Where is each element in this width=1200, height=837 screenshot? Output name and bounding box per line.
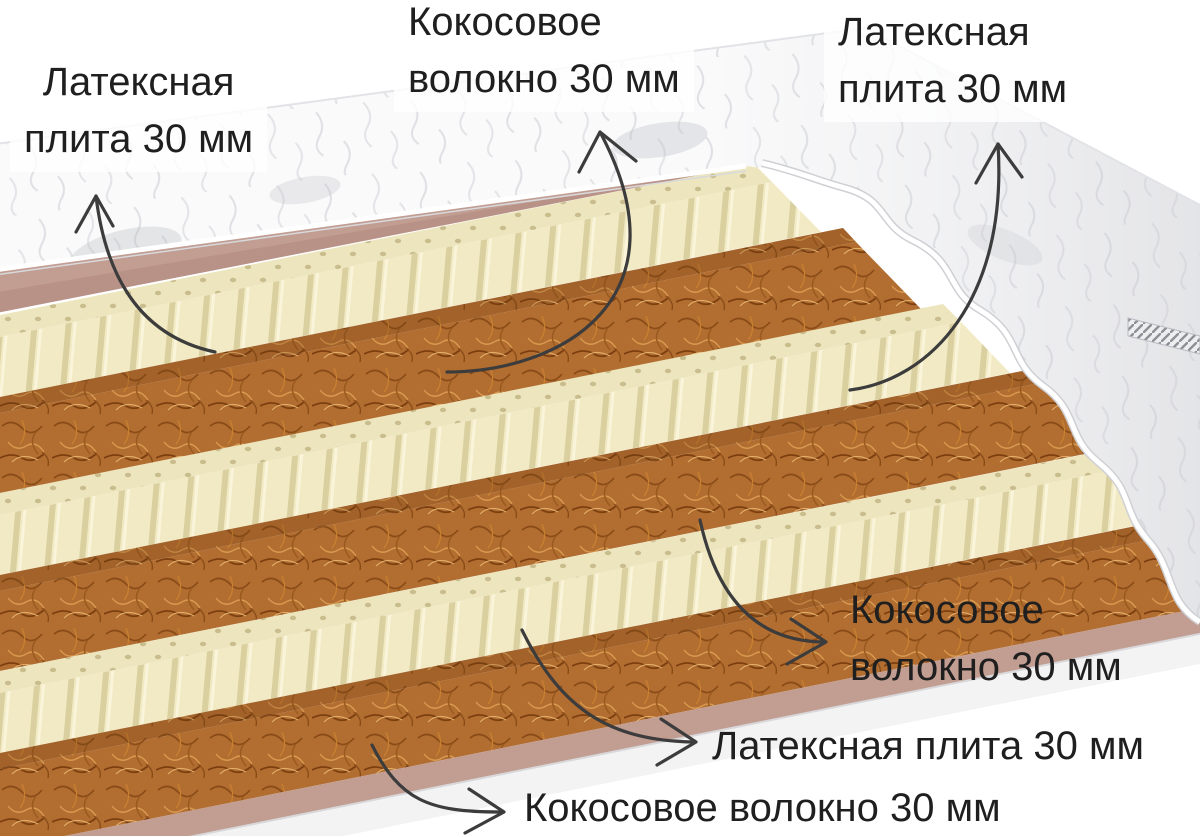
arrowhead-lower-right [655, 717, 698, 767]
arrow-bottom [370, 743, 502, 814]
latex-layer-3 [0, 445, 1199, 753]
label-line: волокно 30 мм [408, 57, 680, 101]
arrow-lower-right [520, 628, 694, 744]
arrowhead-top-left [74, 194, 115, 234]
arrowhead-top-middle [577, 130, 638, 174]
felt-layer-top [0, 166, 746, 313]
base-layer [188, 632, 1200, 836]
coir-layer-1 [0, 228, 921, 494]
label-line: Латексная [42, 60, 235, 104]
latex-layer-1 [0, 164, 821, 397]
arrowhead-bottom [463, 787, 506, 835]
callout-arrows [74, 130, 1024, 835]
arrow-top-middle [445, 130, 632, 374]
arrow-top-left [94, 194, 217, 354]
label-line: Кокосовое [850, 588, 1044, 632]
label-line: Латексная плита 30 мм [712, 724, 1144, 768]
label-latex-lower-right: Латексная плита 30 мм [712, 718, 1144, 775]
arrow-top-right [848, 142, 1001, 392]
label-latex-top-left: Латексная плита 30 мм [10, 50, 268, 172]
label-latex-top-right: Латексная плита 30 мм [824, 0, 1082, 122]
coir-layer-3 [0, 513, 1200, 836]
latex-layer-2 [0, 304, 1010, 575]
arrowhead-mid-right [785, 617, 828, 666]
felt-layer-bottom [64, 607, 1200, 836]
arrow-mid-right [698, 518, 824, 644]
label-coir-top-middle: Кокосовое волокно 30 мм [394, 0, 694, 112]
label-line: плита 30 мм [24, 117, 254, 161]
label-line: плита 30 мм [838, 67, 1068, 111]
arrowhead-top-right [974, 142, 1024, 185]
label-line: Латексная [838, 10, 1030, 54]
label-coir-bottom: Кокосовое волокно 30 мм [524, 780, 1001, 837]
label-line: волокно 30 мм [850, 645, 1122, 689]
zipper [1127, 317, 1200, 355]
label-line: Кокосовое [408, 0, 602, 44]
label-coir-mid-right: Кокосовое волокно 30 мм [850, 582, 1122, 696]
label-line: Кокосовое волокно 30 мм [524, 786, 1001, 830]
coir-layer-2 [0, 369, 1110, 671]
